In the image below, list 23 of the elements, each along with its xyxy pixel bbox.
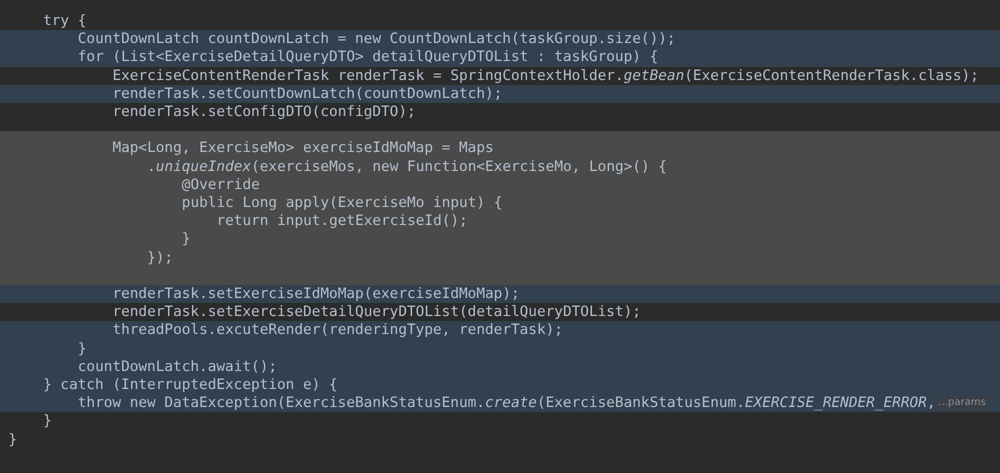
code-line: throw new DataException(ExerciseBankStatusEnum.create(ExerciseBankStatusEnum.EXERCISE_RENDER_ERROR,	[78, 394, 936, 412]
code-line: renderTask.setExerciseIdMoMap(exerciseIdMoMap);	[112, 285, 520, 303]
code-line: return input.getExerciseId();	[216, 212, 468, 230]
code-line: try {	[43, 12, 86, 30]
code-line: CountDownLatch countDownLatch = new CountDownLatch(taskGroup.size());	[78, 30, 676, 48]
code-line: for (List<ExerciseDetailQueryDTO> detailQueryDTOList : taskGroup) {	[78, 48, 658, 66]
code-line: renderTask.setExerciseDetailQueryDTOList(detailQueryDTOList);	[112, 303, 641, 322]
code-line: });	[147, 248, 174, 267]
code-line: }	[182, 230, 190, 248]
code-line: countDownLatch.await();	[78, 358, 278, 376]
code-line: }	[43, 412, 52, 430]
code-line: renderTask.setCountDownLatch(countDownLatch);	[112, 84, 502, 103]
code-line: }	[8, 430, 18, 449]
code-line: Map<Long, ExerciseMo> exerciseIdMoMap = Maps	[112, 139, 494, 158]
code-line: ExerciseContentRenderTask renderTask = SpringContextHolder.getBean(ExerciseContentRenderTask.class);	[112, 66, 979, 85]
code-line: .uniqueIndex(exerciseMos, new Function<ExerciseMo, Long>() {	[147, 158, 667, 176]
code-line: }	[78, 340, 86, 358]
parameter-hint: …params	[936, 396, 988, 410]
code-line: @Override	[182, 176, 260, 194]
code-line: } catch (InterruptedException e) {	[43, 376, 338, 394]
code-line: renderTask.setConfigDTO(configDTO);	[112, 103, 416, 121]
code-line: public Long apply(ExerciseMo input) {	[182, 194, 502, 212]
code-line: threadPools.excuteRender(renderingType, renderTask);	[112, 321, 563, 340]
